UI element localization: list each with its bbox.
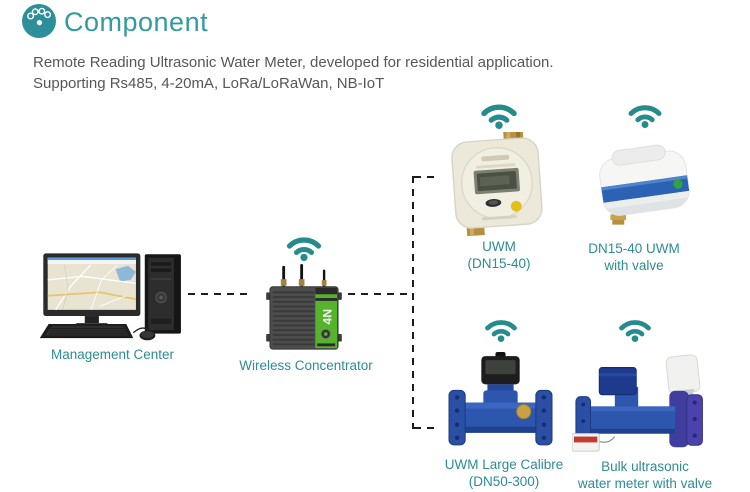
uwm-label-line-1: UWM bbox=[482, 239, 516, 254]
uwm-label: UWM (DN15-40) bbox=[440, 238, 558, 272]
connector-bus-to-large-meter bbox=[414, 427, 440, 429]
management-center-image bbox=[38, 248, 188, 347]
page-title: Component bbox=[64, 7, 209, 37]
management-center-label: Management Center bbox=[50, 347, 175, 362]
uwm-with-valve-image bbox=[592, 136, 698, 234]
uwm-with-valve-wifi-icon bbox=[625, 101, 665, 128]
concentrator-device-text: 4N bbox=[320, 309, 334, 325]
connector-concentrator-to-bus bbox=[348, 293, 408, 295]
large-calibre-meter-image bbox=[447, 350, 553, 453]
description: Remote Reading Ultrasonic Water Meter, d… bbox=[33, 52, 653, 94]
bulk-meter-label: Bulk ultrasonic water meter with valve bbox=[567, 458, 723, 492]
uwm-with-valve-label-line-1: DN15-40 UWM bbox=[588, 241, 680, 256]
connector-bus-to-uwm bbox=[414, 176, 436, 178]
bulk-meter-wifi-icon bbox=[616, 316, 654, 342]
large-calibre-label-line-1: UWM Large Calibre bbox=[444, 457, 564, 472]
wireless-concentrator-image: 4N bbox=[266, 264, 342, 351]
bulk-meter-label-line-1: Bulk ultrasonic bbox=[601, 459, 689, 474]
uwm-with-valve-label-line-2: with valve bbox=[604, 258, 664, 273]
connector-vertical-bus bbox=[412, 176, 414, 429]
wireless-concentrator-label: Wireless Concentrator bbox=[239, 358, 373, 373]
uwm-label-line-2: (DN15-40) bbox=[467, 256, 531, 271]
uwm-with-valve-label: DN15-40 UWM with valve bbox=[568, 240, 700, 274]
large-calibre-label: UWM Large Calibre (DN50-300) bbox=[437, 456, 571, 490]
description-line-1: Remote Reading Ultrasonic Water Meter, d… bbox=[33, 54, 554, 71]
component-icon bbox=[21, 3, 57, 39]
description-line-2: Supporting Rs485, 4-20mA, LoRa/LoRaWan, … bbox=[33, 75, 385, 92]
uwm-image bbox=[448, 132, 546, 236]
connector-mc-to-concentrator bbox=[188, 293, 252, 295]
large-calibre-label-line-2: (DN50-300) bbox=[468, 474, 540, 489]
bulk-meter-label-line-2: water meter with valve bbox=[577, 476, 713, 491]
concentrator-wifi-icon bbox=[284, 233, 324, 261]
bulk-meter-image bbox=[572, 348, 718, 457]
large-calibre-wifi-icon bbox=[482, 316, 520, 342]
uwm-wifi-icon bbox=[478, 100, 520, 129]
